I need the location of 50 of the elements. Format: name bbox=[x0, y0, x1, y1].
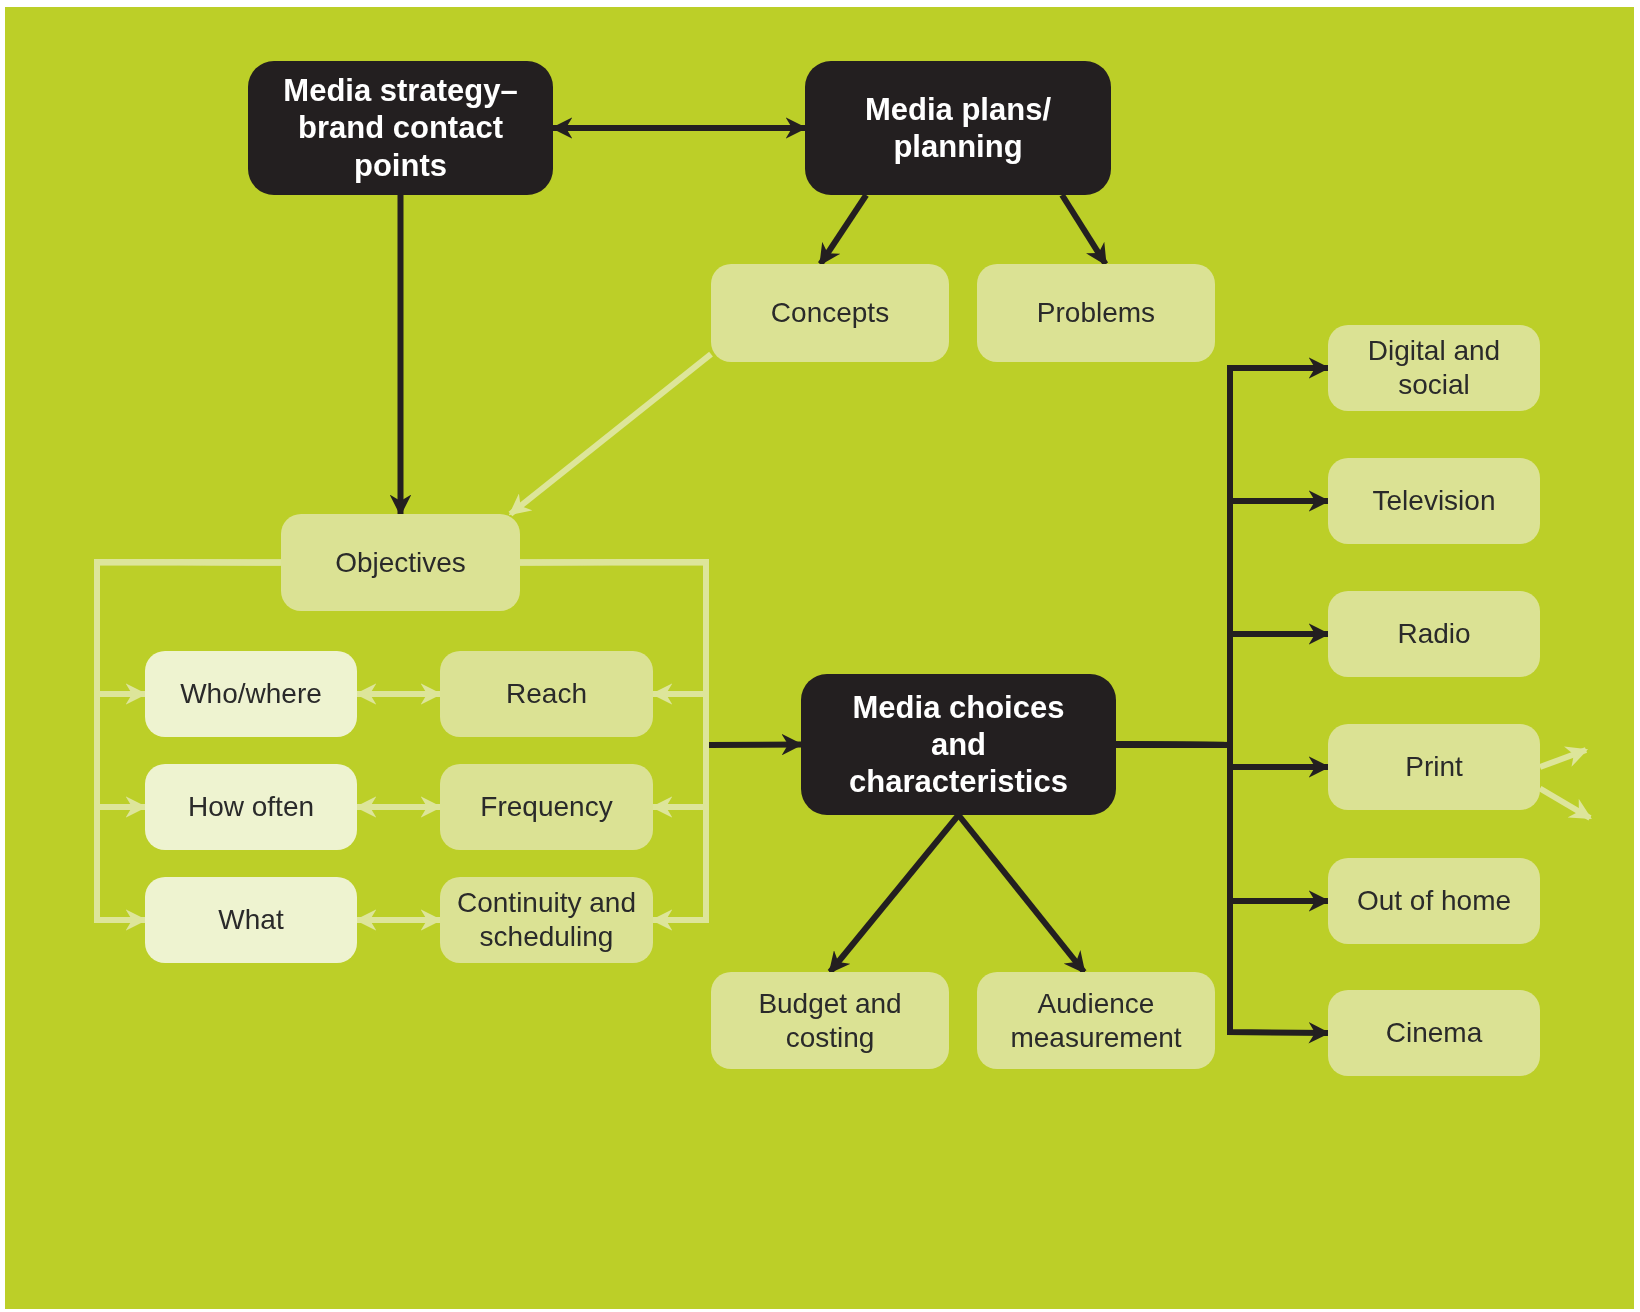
node-label: Media choices and characteristics bbox=[848, 688, 1069, 801]
item-box bbox=[1328, 990, 1540, 1076]
arrow bbox=[827, 813, 961, 974]
connector-arrow bbox=[94, 559, 281, 931]
item-box bbox=[1328, 458, 1540, 544]
item-box bbox=[1328, 858, 1540, 944]
node-label: Budget and costing bbox=[757, 986, 903, 1055]
connector-arrow bbox=[508, 351, 713, 517]
node-label: Objectives bbox=[335, 545, 466, 580]
item-box bbox=[145, 764, 357, 850]
item-box bbox=[1328, 325, 1540, 411]
node-label: Radio bbox=[1397, 617, 1471, 651]
item-box bbox=[440, 877, 653, 963]
node-label: Media strategy– brand contact points bbox=[282, 72, 519, 184]
connector-arrow bbox=[520, 559, 709, 931]
item-box bbox=[977, 972, 1215, 1069]
arrow bbox=[1059, 193, 1109, 266]
connector-arrow bbox=[1538, 785, 1592, 821]
node-label: Media plans/ planning bbox=[863, 90, 1052, 166]
node-label: Out of home bbox=[1356, 884, 1512, 918]
node-label: Continuity and scheduling bbox=[456, 886, 637, 954]
item-box bbox=[440, 764, 653, 850]
item-box bbox=[711, 264, 949, 362]
connector-arrow bbox=[1538, 746, 1589, 770]
node-label: Concepts bbox=[770, 296, 890, 330]
item-box bbox=[977, 264, 1215, 362]
node-label: Frequency bbox=[480, 790, 613, 824]
node-label: Television bbox=[1372, 484, 1496, 518]
topic-box bbox=[801, 674, 1116, 815]
item-box bbox=[1328, 724, 1540, 810]
topic-box bbox=[805, 61, 1111, 195]
item-box bbox=[145, 651, 357, 737]
node-label: Who/where bbox=[180, 677, 322, 711]
item-box bbox=[1328, 591, 1540, 677]
item-box bbox=[145, 877, 357, 963]
node-label: What bbox=[218, 903, 284, 937]
arrow bbox=[817, 193, 869, 266]
item-box bbox=[711, 972, 949, 1069]
node-label: Print bbox=[1405, 750, 1463, 784]
node-label: Reach bbox=[506, 677, 587, 711]
node-label: Audience measurement bbox=[1009, 986, 1183, 1055]
node-label: Cinema bbox=[1385, 1016, 1483, 1050]
node-label: How often bbox=[187, 790, 315, 824]
item-box bbox=[281, 514, 520, 611]
item-box bbox=[440, 651, 653, 737]
arrow bbox=[956, 813, 1087, 974]
node-label: Problems bbox=[1036, 296, 1156, 330]
arrow bbox=[389, 195, 412, 517]
topic-box bbox=[248, 61, 553, 195]
node-label: Digital and social bbox=[1366, 334, 1502, 402]
